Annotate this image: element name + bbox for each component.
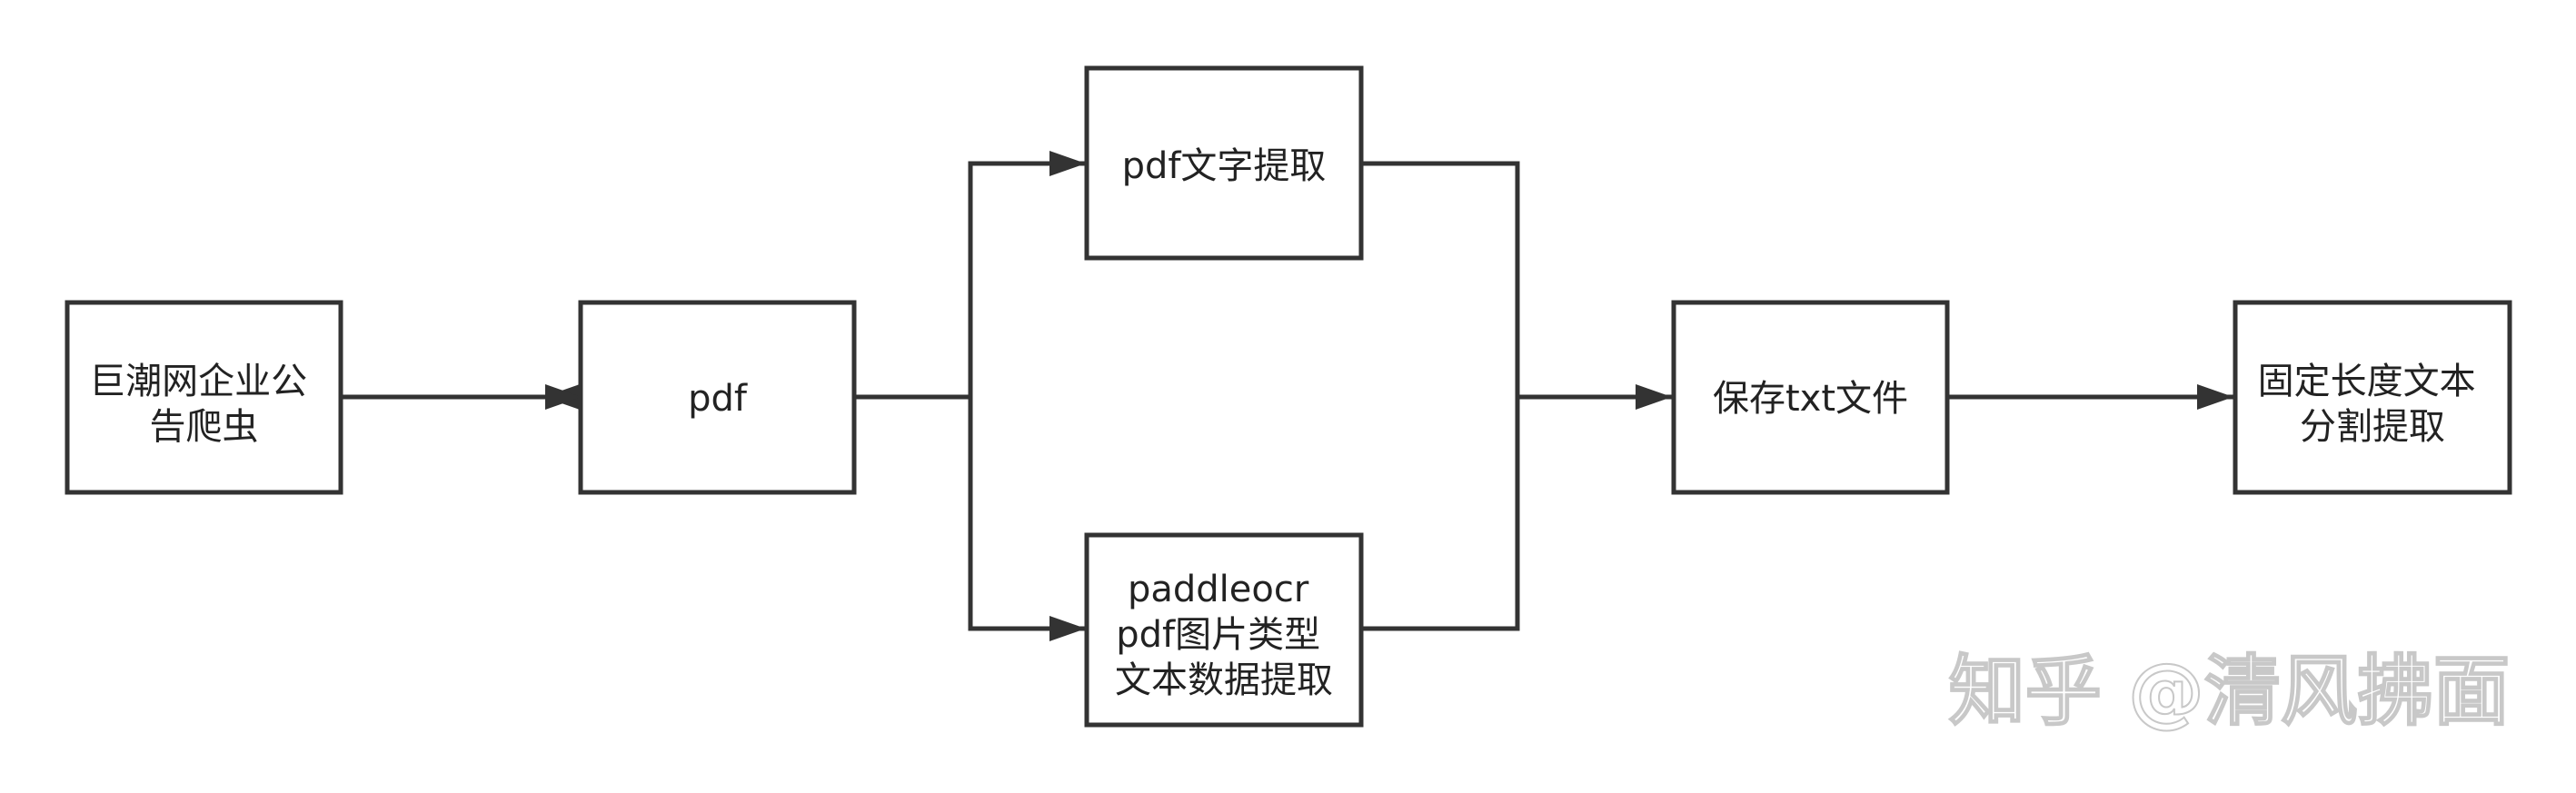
edge-pdf-to-paddleocr [968,397,1086,631]
node-label-paddleocr-extract: paddleocr pdf图片类型 文本数据提取 [1115,569,1333,701]
node-box-pdf [578,300,857,495]
node-save-txt: 保存txt文件 [1671,300,1950,495]
edge-pdf-to-text-extract [854,161,1086,400]
node-pdf: pdf [578,300,857,495]
arrowhead-pdf-to-text-extract [1049,151,1086,176]
node-label-crawler: 巨潮网企业公 告爬虫 [89,361,319,448]
node-box-fixed-length-split [2233,300,2512,495]
node-box-save-txt [1671,300,1950,495]
node-crawler: 巨潮网企业公 告爬虫 [65,300,343,495]
node-paddleocr-extract: paddleocr pdf图片类型 文本数据提取 [1084,532,1364,728]
node-label-pdf: pdf [688,378,748,420]
arrowhead-pdf-shape [545,384,582,410]
arrowhead-pdf-to-paddleocr [1049,616,1086,641]
edge-text-extract-to-save [1363,161,1520,397]
node-box-paddleocr-extract [1084,532,1364,728]
node-box-pdf-text-extract [1084,65,1364,261]
edge-paddleocr-to-save [1363,397,1520,631]
edges [341,151,2233,641]
arrowhead-save-to-split [2197,384,2233,410]
arrowhead-merge-to-save [1636,384,1672,410]
node-fixed-length-split: 固定长度文本 分割提取 [2233,300,2512,495]
node-label-save-txt: 保存txt文件 [1713,378,1908,420]
watermark-text: 知乎 @清风拂面 [1949,647,2510,736]
node-label-pdf-text-extract: pdf文字提取 [1122,145,1327,187]
node-label-fixed-length-split: 固定长度文本 分割提取 [2258,361,2488,448]
node-pdf-text-extract: pdf文字提取 [1084,65,1364,261]
node-box-crawler [65,300,343,495]
